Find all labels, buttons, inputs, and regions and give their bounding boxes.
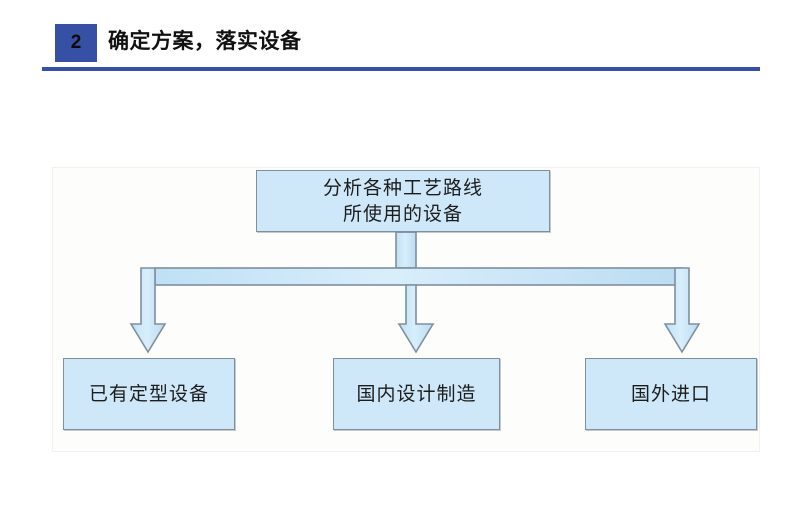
slide-header: 2 确定方案，落实设备 <box>0 0 808 80</box>
flow-node-root[interactable]: 分析各种工艺路线 所使用的设备 <box>256 170 550 232</box>
flow-node-existing-equipment-label: 已有定型设备 <box>88 383 209 405</box>
flow-node-foreign-import-label: 国外进口 <box>630 383 711 405</box>
page-title: 确定方案，落实设备 <box>108 30 302 53</box>
header-divider <box>42 67 760 71</box>
flow-node-domestic-manufacture[interactable]: 国内设计制造 <box>333 358 500 430</box>
flow-node-foreign-import[interactable]: 国外进口 <box>585 358 757 430</box>
flow-node-root-line1: 分析各种工艺路线 <box>322 177 483 199</box>
flow-node-domestic-manufacture-label: 国内设计制造 <box>356 383 477 405</box>
flow-node-root-line2: 所使用的设备 <box>342 203 463 225</box>
step-number-badge: 2 <box>55 24 97 62</box>
flow-node-existing-equipment[interactable]: 已有定型设备 <box>63 358 235 430</box>
